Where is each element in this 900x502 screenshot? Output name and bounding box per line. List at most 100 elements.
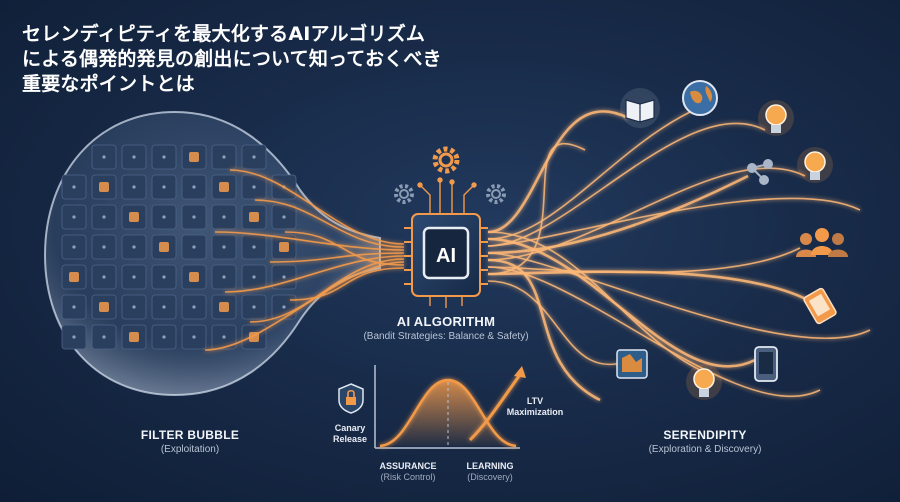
box-icon bbox=[159, 242, 169, 252]
flow-line bbox=[284, 231, 405, 266]
tag-icon bbox=[219, 182, 229, 192]
shield-lock-icon bbox=[338, 383, 364, 414]
flow-line bbox=[487, 270, 809, 302]
tile-dot bbox=[132, 245, 136, 249]
flow-line bbox=[214, 231, 405, 251]
tile-dot bbox=[192, 185, 196, 189]
tile-dot bbox=[162, 215, 166, 219]
canary-release-label: Canary Release bbox=[332, 423, 368, 444]
ltv-label: LTV Maximization bbox=[506, 396, 564, 417]
tile-dot bbox=[162, 155, 166, 159]
flow-line bbox=[487, 111, 691, 240]
product-tile-grid bbox=[61, 144, 297, 350]
tile-dot bbox=[132, 185, 136, 189]
algorithm-label: AI ALGORITHM bbox=[396, 314, 496, 329]
flow-line bbox=[229, 169, 405, 245]
flow-line bbox=[269, 252, 405, 263]
tile-dot bbox=[252, 155, 256, 159]
flow-line bbox=[487, 258, 601, 402]
serendipity-caption: SERENDIPITY (Exploration & Discovery) bbox=[620, 428, 790, 455]
tile-dot bbox=[72, 245, 76, 249]
tile-dot bbox=[222, 335, 226, 339]
lightbulb-icon bbox=[758, 100, 794, 136]
tile-dot bbox=[132, 155, 136, 159]
tile-dot bbox=[252, 185, 256, 189]
tile-dot bbox=[72, 335, 76, 339]
exploitation-flow-lines bbox=[204, 169, 405, 351]
flow-line bbox=[487, 174, 749, 255]
algorithm-caption: AI ALGORITHM (Bandit Strategies: Balance… bbox=[340, 314, 552, 342]
tile-dot bbox=[72, 305, 76, 309]
gear-icon bbox=[394, 184, 414, 204]
tile-dot bbox=[132, 305, 136, 309]
filter-bubble-label: FILTER BUBBLE bbox=[140, 428, 240, 442]
page-title: セレンディピティを最大化するAIアルゴリズムによる偶発的発見の創出について知って… bbox=[22, 23, 442, 95]
tile-dot bbox=[282, 305, 286, 309]
people-icon bbox=[796, 228, 848, 257]
flow-line bbox=[254, 199, 405, 248]
tile-dot bbox=[162, 185, 166, 189]
tile-dot bbox=[102, 245, 106, 249]
gift-icon bbox=[249, 212, 259, 222]
ai-chip-label: AI bbox=[436, 245, 456, 267]
clock-icon bbox=[69, 272, 79, 282]
tile-dot bbox=[222, 155, 226, 159]
flow-line bbox=[487, 197, 861, 247]
tile-dot bbox=[132, 275, 136, 279]
flow-line bbox=[289, 267, 405, 301]
tablet-icon bbox=[803, 287, 837, 325]
tile-dot bbox=[162, 275, 166, 279]
globe-icon bbox=[682, 80, 718, 116]
flow-line bbox=[224, 255, 405, 293]
book-icon bbox=[620, 88, 660, 128]
tile-dot bbox=[102, 215, 106, 219]
bag-icon bbox=[219, 302, 229, 312]
tile-dot bbox=[192, 245, 196, 249]
bag-icon bbox=[99, 182, 109, 192]
tile-dot bbox=[162, 335, 166, 339]
filter-bubble-sub: (Exploitation) bbox=[160, 444, 220, 455]
algorithm-sub: (Bandit Strategies: Balance & Safety) bbox=[363, 331, 529, 342]
flow-line bbox=[487, 142, 586, 275]
location-pin-icon bbox=[189, 272, 199, 282]
serendipity-sub: (Exploration & Discovery) bbox=[648, 444, 762, 455]
tile-dot bbox=[252, 305, 256, 309]
tile-dot bbox=[72, 185, 76, 189]
tile-dot bbox=[102, 155, 106, 159]
tile-dot bbox=[192, 215, 196, 219]
filter-bubble bbox=[43, 110, 381, 397]
tag-icon bbox=[129, 332, 139, 342]
cart-icon bbox=[99, 302, 109, 312]
flow-line bbox=[487, 122, 766, 247]
flow-line bbox=[487, 247, 801, 274]
flow-line bbox=[487, 280, 641, 365]
balance-chart bbox=[374, 365, 526, 449]
flow-line bbox=[204, 261, 405, 351]
tile-dot bbox=[222, 275, 226, 279]
flow-line bbox=[487, 110, 629, 234]
tile-dot bbox=[102, 275, 106, 279]
flow-line bbox=[487, 266, 821, 398]
phone-icon bbox=[754, 346, 778, 382]
flow-line bbox=[249, 258, 405, 323]
tile-dot bbox=[282, 275, 286, 279]
exploration-flow-lines bbox=[487, 110, 871, 402]
filter-bubble-caption: FILTER BUBBLE (Exploitation) bbox=[120, 428, 260, 455]
tile-dot bbox=[252, 275, 256, 279]
tile-dot bbox=[162, 305, 166, 309]
tile-dot bbox=[192, 305, 196, 309]
learning-label: LEARNING (Discovery) bbox=[466, 461, 514, 482]
assurance-label: ASSURANCE (Risk Control) bbox=[379, 461, 437, 482]
tile-dot bbox=[192, 335, 196, 339]
tile-dot bbox=[102, 335, 106, 339]
ai-chip: AI bbox=[404, 213, 488, 297]
map-icon bbox=[616, 349, 648, 379]
lightbulb-icon bbox=[686, 364, 722, 400]
molecule-icon bbox=[747, 159, 773, 185]
gear-icon bbox=[432, 146, 460, 174]
serendipity-label: SERENDIPITY bbox=[663, 428, 747, 442]
cart-icon bbox=[189, 152, 199, 162]
tile-dot bbox=[72, 215, 76, 219]
circuit-traces bbox=[417, 177, 477, 308]
flow-line bbox=[487, 252, 871, 340]
